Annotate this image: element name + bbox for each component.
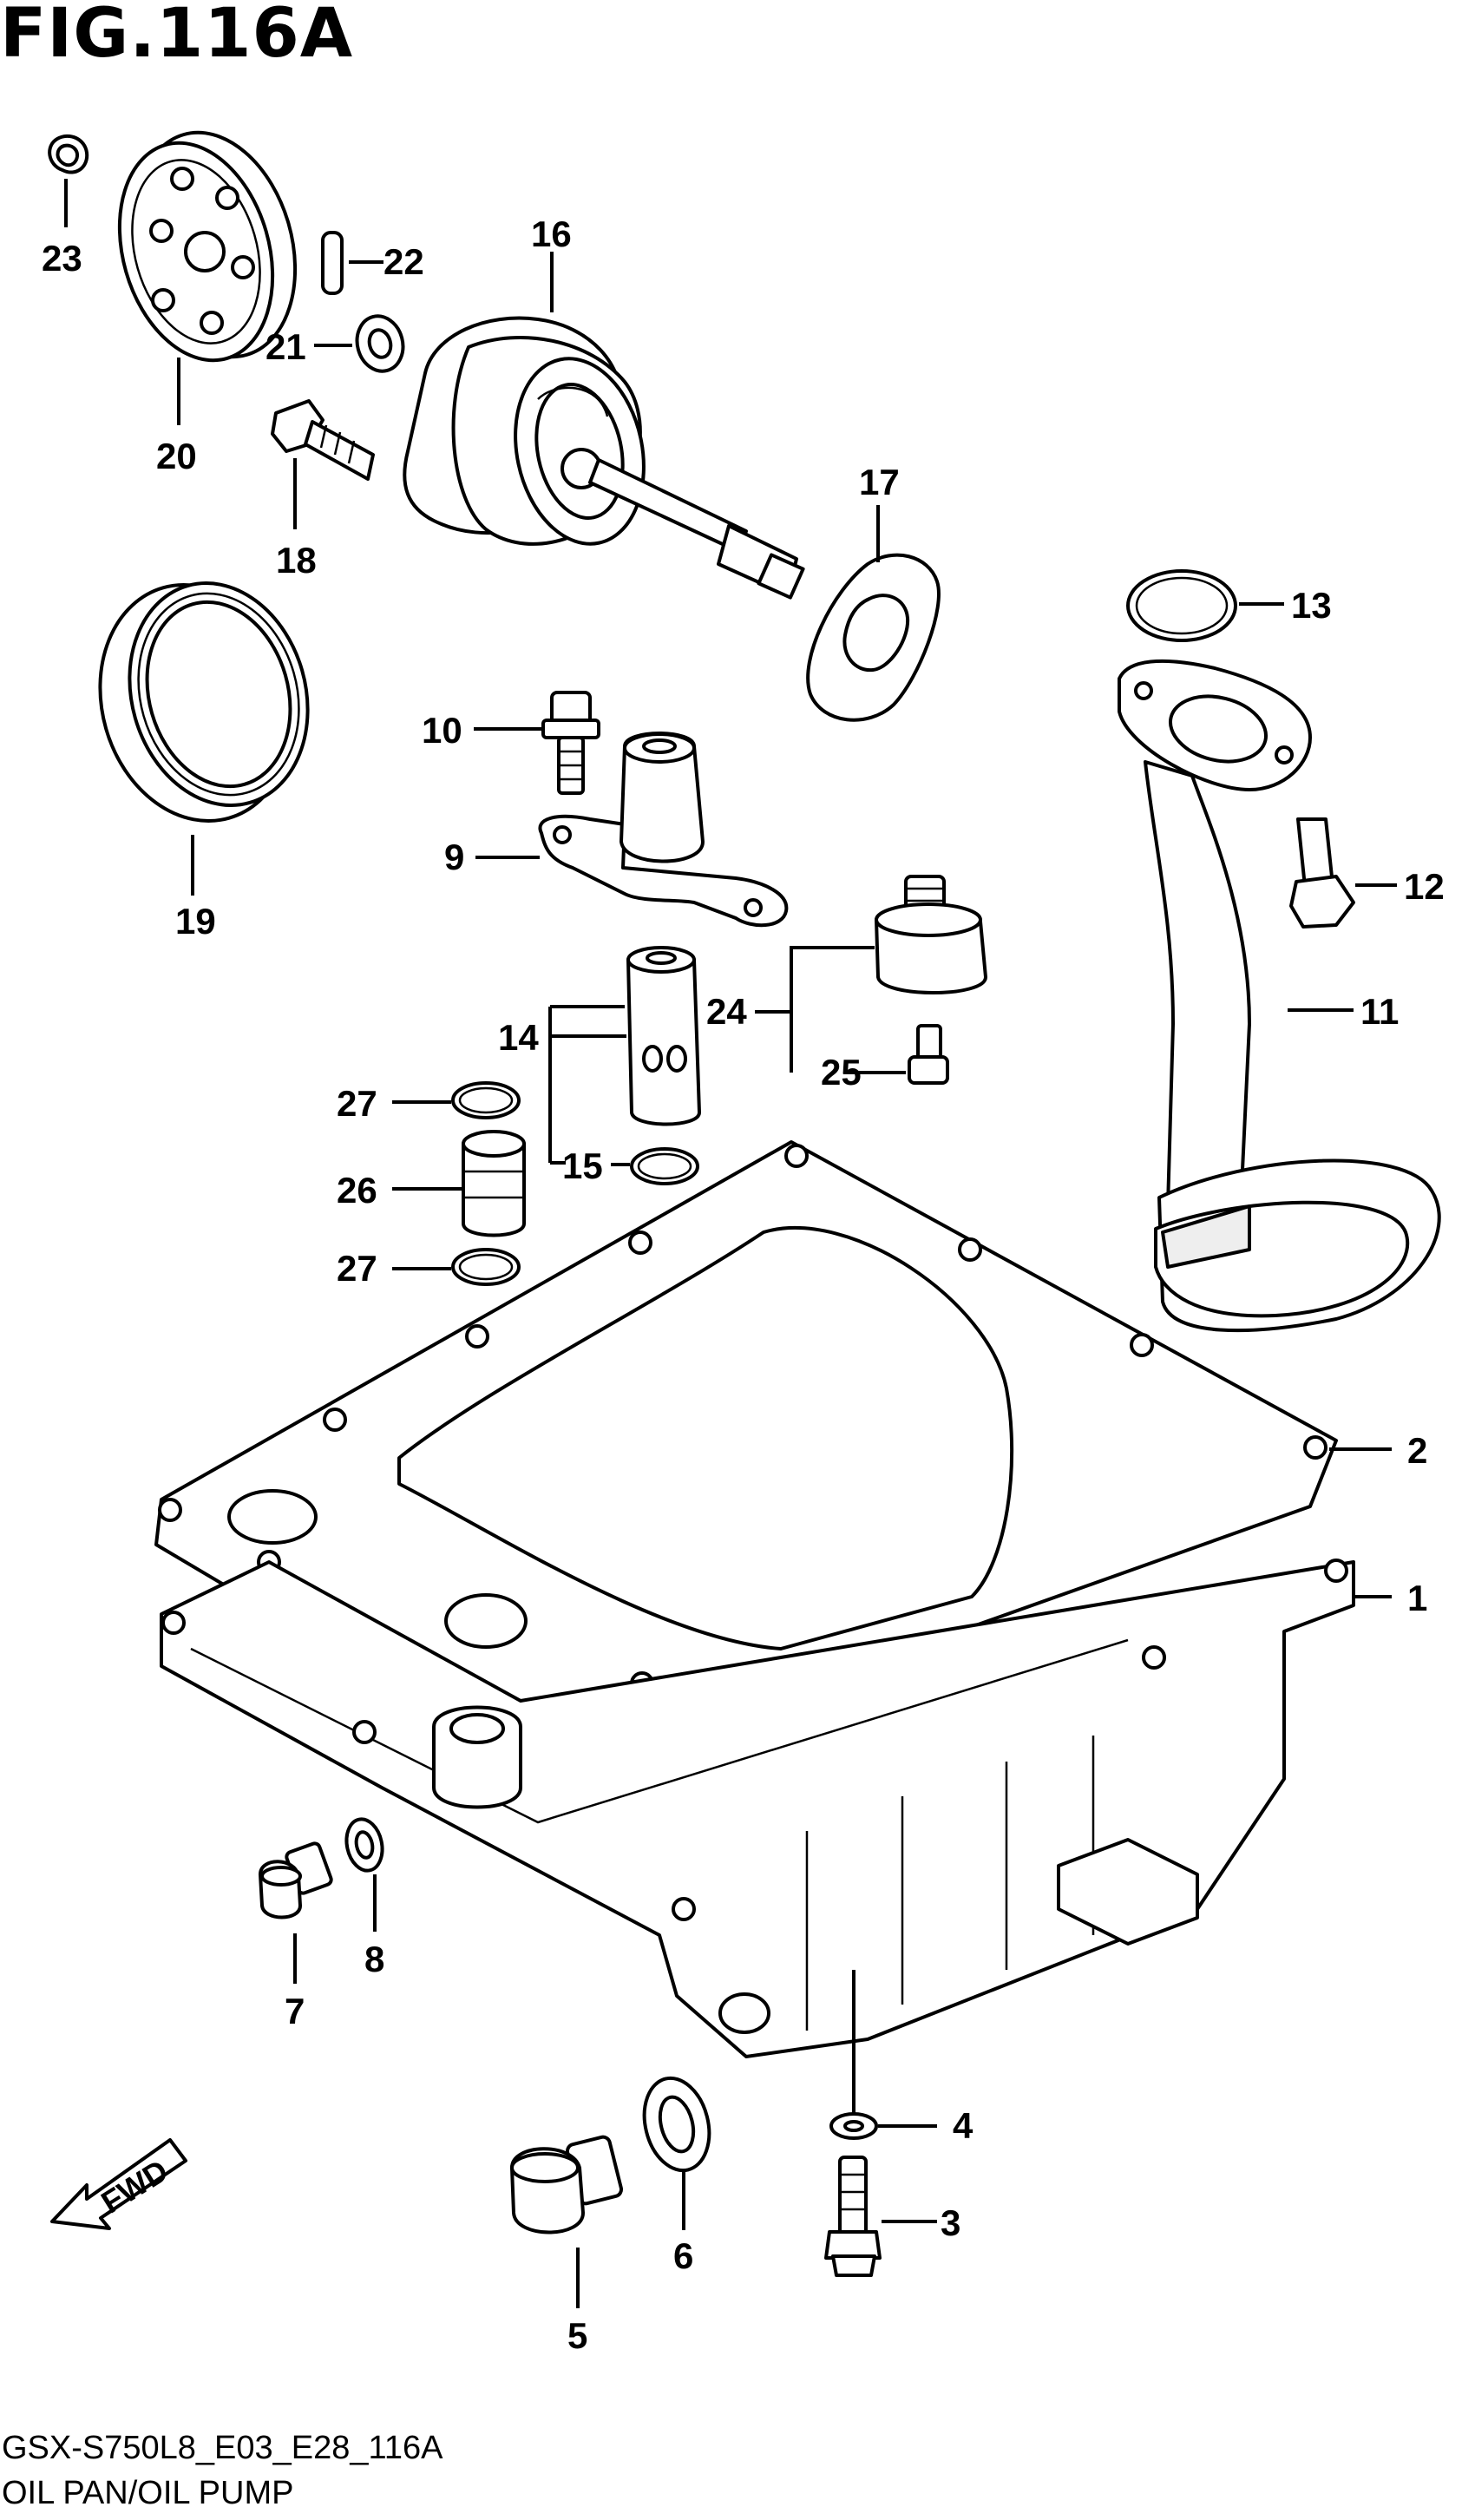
callout-1: 1 xyxy=(1407,1578,1427,1618)
figure-caption: OIL PAN/OIL PUMP xyxy=(2,2475,294,2511)
callout-2: 2 xyxy=(1407,1430,1427,1471)
callout-24: 24 xyxy=(706,991,747,1032)
figure-title: FIG.116A xyxy=(0,0,354,73)
callout-20: 20 xyxy=(156,436,197,476)
part-27-o-ring-upper xyxy=(392,1081,521,1119)
callout-26: 26 xyxy=(337,1170,377,1211)
part-20-sprocket xyxy=(117,130,298,425)
part-26-filter xyxy=(392,1130,526,1237)
callout-9: 9 xyxy=(444,837,464,877)
callout-labels: 23 20 22 21 16 18 17 19 13 10 9 12 24 11… xyxy=(42,213,1445,2356)
part-15-o-ring xyxy=(550,1147,699,1185)
part-10-bolt xyxy=(474,691,600,795)
part-19-ring-gear xyxy=(98,581,310,896)
part-12-bolt xyxy=(1289,817,1397,929)
part-9-oil-strainer xyxy=(475,732,789,928)
part-21-washer xyxy=(314,314,405,373)
callout-10: 10 xyxy=(422,710,462,751)
callout-12: 12 xyxy=(1404,866,1445,907)
part-6-gasket xyxy=(642,2076,711,2230)
part-2-oil-pan-gasket xyxy=(154,1140,1392,1716)
callout-8: 8 xyxy=(364,1939,384,1979)
callout-14: 14 xyxy=(498,1017,539,1058)
part-25-screw xyxy=(843,1024,949,1085)
part-16-oil-pump xyxy=(403,252,805,600)
callout-15: 15 xyxy=(562,1145,603,1186)
part-4-washer xyxy=(829,1970,937,2140)
part-24-oil-pressure-switch xyxy=(755,875,987,1073)
callout-5: 5 xyxy=(567,2315,587,2356)
callout-19: 19 xyxy=(175,901,216,942)
callout-23: 23 xyxy=(42,238,82,279)
callout-13: 13 xyxy=(1291,585,1332,626)
part-23-circlip xyxy=(48,134,89,227)
part-5-drain-plug xyxy=(510,2135,624,2308)
callout-11: 11 xyxy=(1360,991,1399,1032)
part-3-bolt xyxy=(824,2156,937,2277)
part-27-o-ring-lower xyxy=(392,1248,521,1286)
callout-27-upper: 27 xyxy=(337,1083,377,1124)
fwd-arrow: FWD xyxy=(50,2138,187,2230)
callout-3: 3 xyxy=(941,2202,960,2243)
part-14-oil-filter-element xyxy=(548,946,701,1163)
callout-7: 7 xyxy=(285,1991,305,2031)
callout-25: 25 xyxy=(821,1052,862,1093)
part-11-oil-pipe xyxy=(1118,659,1441,1333)
part-22-dowel-pin xyxy=(321,231,384,295)
callout-27-lower: 27 xyxy=(337,1248,377,1289)
part-18-bolt xyxy=(271,399,375,529)
callout-6: 6 xyxy=(673,2235,693,2276)
part-17-gasket xyxy=(806,505,941,722)
callout-22: 22 xyxy=(384,241,424,282)
callout-17: 17 xyxy=(859,462,900,502)
callout-18: 18 xyxy=(276,540,317,581)
figure-code: GSX-S750L8_E03_E28_116A xyxy=(2,2430,443,2466)
part-1-oil-pan xyxy=(160,1559,1392,2058)
callout-21: 21 xyxy=(266,326,306,367)
part-7-plug xyxy=(259,1841,333,1984)
part-13-o-ring xyxy=(1126,569,1284,642)
callout-16: 16 xyxy=(531,213,572,254)
callout-4: 4 xyxy=(953,2105,974,2146)
part-8-washer xyxy=(344,1817,384,1932)
